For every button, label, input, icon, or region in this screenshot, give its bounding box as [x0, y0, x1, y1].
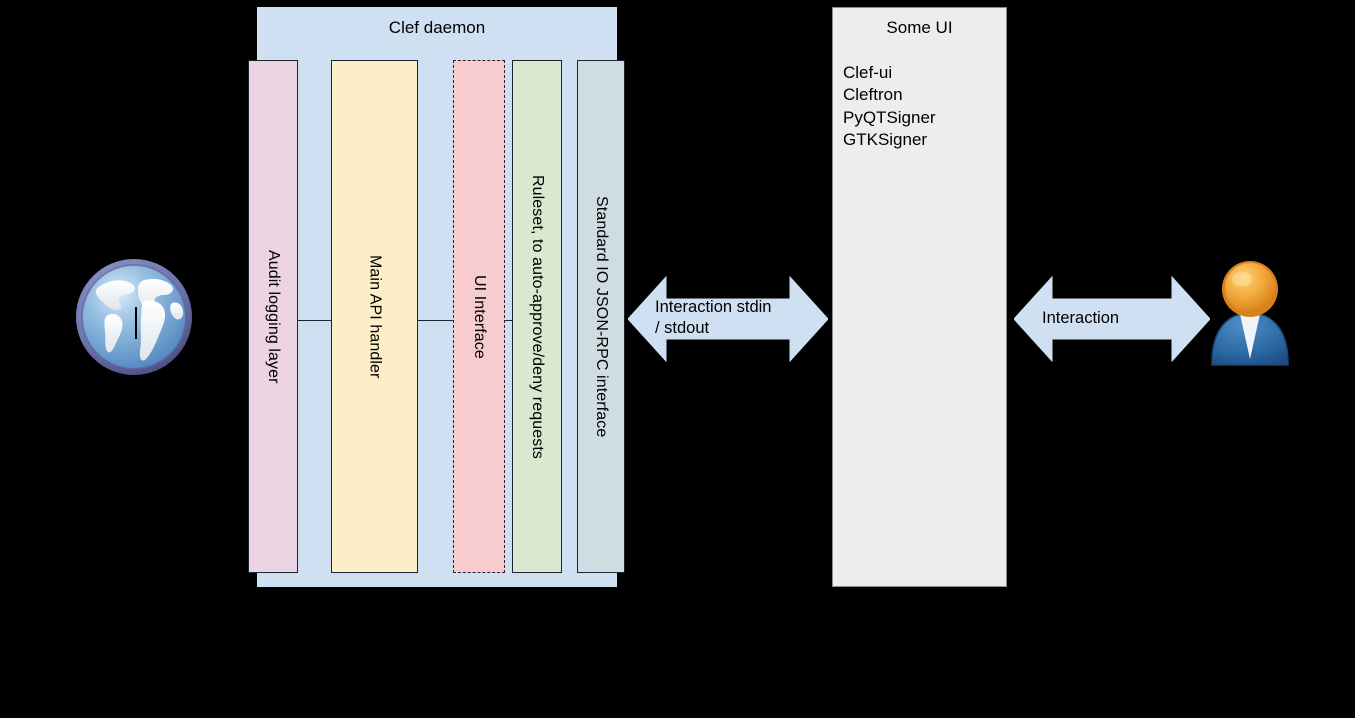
clef-daemon-title: Clef daemon [388, 18, 486, 37]
connector-line-audit-api [297, 320, 332, 321]
stdio-arrow: Interaction stdin / stdout [628, 275, 828, 363]
globe-icon [72, 255, 200, 383]
column-label: Ruleset, to auto-approve/deny requests [529, 174, 546, 459]
some-ui-title: Some UI [886, 18, 953, 37]
column-audit-logging-layer[interactable]: Audit logging layer [248, 60, 298, 573]
clef-daemon-container [257, 7, 617, 587]
list-item: Cleftron [843, 85, 903, 105]
column-label: UI Interface [471, 274, 488, 359]
connector-line-ui-ruleset [504, 320, 514, 321]
some-ui-list: Clef-ui Cleftron PyQTSigner GTKSigner [843, 62, 1003, 152]
column-standard-io-jsonrpc[interactable]: Standard IO JSON-RPC interface [577, 60, 625, 573]
some-ui-container [832, 7, 1007, 587]
column-main-api-handler[interactable]: Main API handler [331, 60, 418, 573]
column-ruleset[interactable]: Ruleset, to auto-approve/deny requests [512, 60, 562, 573]
column-label: Audit logging layer [265, 249, 282, 384]
column-label: Standard IO JSON-RPC interface [593, 195, 610, 438]
list-item: GTKSigner [843, 130, 928, 150]
column-label: Main API handler [366, 254, 384, 379]
list-item: PyQTSigner [843, 107, 936, 127]
user-icon [1204, 255, 1296, 367]
connector-line-api-ui [417, 320, 454, 321]
interaction-arrow-label: Interaction [1042, 309, 1120, 327]
list-item: Clef-ui [843, 63, 893, 82]
interaction-arrow: Interaction [1014, 275, 1210, 363]
stdio-arrow-label: Interaction stdin / stdout [655, 298, 772, 337]
column-ui-interface[interactable]: UI Interface [453, 60, 505, 573]
